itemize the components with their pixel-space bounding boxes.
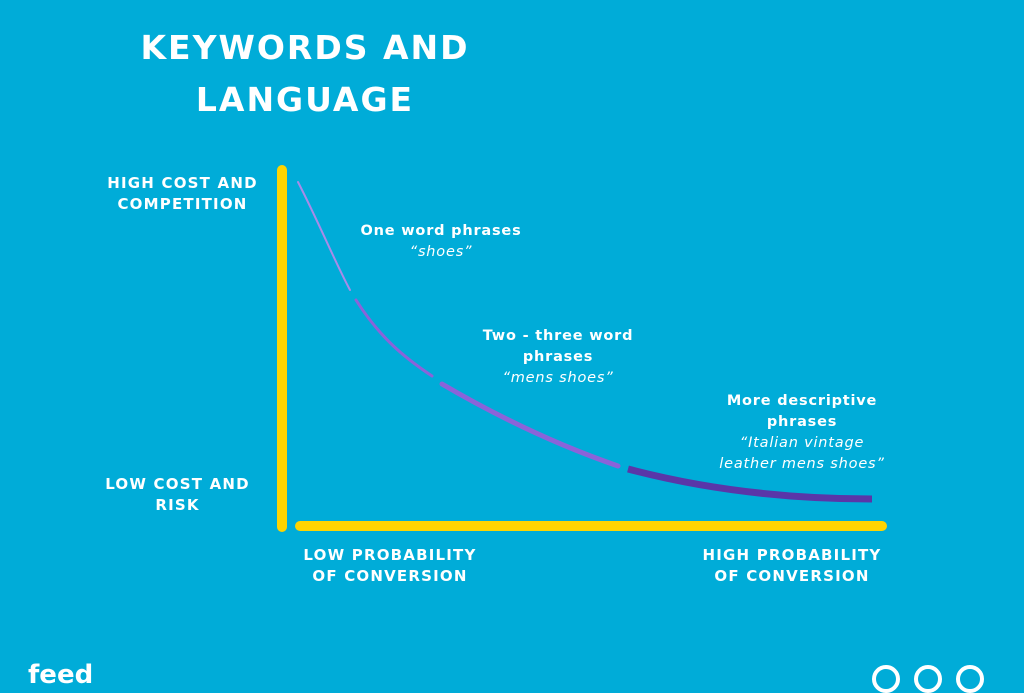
- segment-label-two-three-word: Two - three word phrases “mens shoes”: [482, 328, 634, 386]
- segment-label-descriptive: More descriptive phrases “Italian vintag…: [719, 393, 885, 472]
- curve-segment-one-word: [297, 181, 351, 291]
- y-axis-top-label: HIGH COST AND COMPETITION: [107, 174, 258, 213]
- title-line-2: LANGUAGE: [195, 80, 415, 119]
- title-line-1: KEYWORDS AND: [140, 28, 470, 67]
- dot-1: [872, 665, 900, 693]
- curve-segment-two-three-word-b: [439, 381, 621, 469]
- page-title: KEYWORDS AND LANGUAGE: [60, 22, 550, 126]
- keyword-curve-diagram: [277, 165, 887, 532]
- dot-3: [956, 665, 984, 693]
- curve-segment-descriptive: [627, 465, 873, 503]
- curve-segment-two-three-word-a: [354, 298, 434, 378]
- x-axis-left-label: LOW PROBABILITY OF CONVERSION: [303, 546, 477, 585]
- x-axis-right-label: HIGH PROBABILITY OF CONVERSION: [702, 546, 882, 585]
- brand-logo: feed: [28, 660, 94, 690]
- dot-2: [914, 665, 942, 693]
- y-axis-bottom-label: LOW COST AND RISK: [105, 475, 250, 514]
- segment-label-one-word: One word phrases “shoes”: [360, 223, 522, 260]
- infographic: KEYWORDS AND LANGUAGE HIGH COST AND COMP…: [28, 22, 984, 693]
- pagination-dots-icon: [872, 665, 1002, 693]
